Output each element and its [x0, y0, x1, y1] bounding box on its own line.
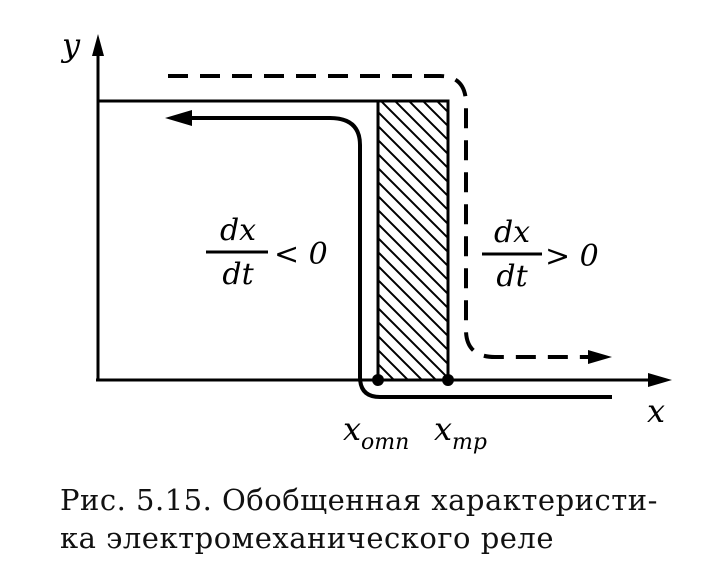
release-curve: [190, 116, 612, 399]
y-axis-label: y: [60, 26, 81, 64]
increasing-derivative-label: dx dt > 0: [482, 215, 599, 294]
caption-line-1: Рис. 5.15. Обобщенная характеристи-: [60, 483, 658, 517]
pickup-curve-arrow: [588, 350, 612, 364]
relay-characteristic-diagram: y x xотп xтр dx dt < 0 dx dt > 0: [60, 26, 672, 455]
pickup-curve: [168, 74, 588, 359]
x-axis-arrow: [648, 373, 672, 387]
svg-text:dx: dx: [494, 215, 530, 250]
release-curve-arrow: [165, 110, 192, 126]
pickup-point: [442, 374, 454, 386]
svg-text:dt: dt: [222, 257, 254, 292]
hysteresis-zone: [376, 99, 450, 382]
svg-text:dt: dt: [496, 259, 528, 294]
y-axis-arrow: [92, 34, 104, 56]
svg-text:dx: dx: [220, 213, 256, 248]
caption-line-2: ка электромеханического реле: [60, 521, 555, 555]
decreasing-derivative-label: dx dt < 0: [206, 213, 328, 292]
pickup-threshold-label: xтр: [434, 410, 487, 455]
release-threshold-label: xотп: [343, 410, 409, 455]
svg-text:> 0: > 0: [545, 239, 599, 274]
release-point: [372, 374, 384, 386]
x-axis-label: x: [647, 392, 665, 430]
svg-text:< 0: < 0: [274, 237, 328, 272]
